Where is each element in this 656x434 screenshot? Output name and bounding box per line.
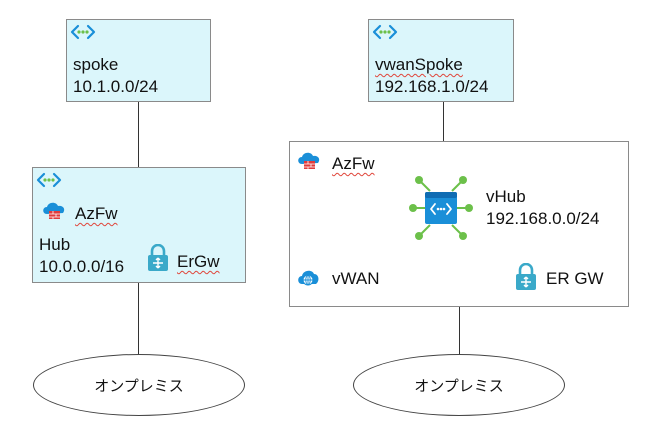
- virtual-hub-icon[interactable]: [408, 173, 474, 243]
- onprem-right-label: オンプレミス: [414, 376, 504, 395]
- hub-cidr: 10.0.0.0/16: [39, 257, 125, 276]
- gateway-icon: [514, 263, 538, 291]
- vnet-icon: [36, 172, 62, 188]
- vwan-firewall-label: AzFw: [332, 154, 375, 173]
- vhub-cidr: 192.168.0.0/24: [486, 209, 600, 228]
- vwanspoke-vnet-box[interactable]: vwanSpoke 192.168.1.0/24: [368, 19, 514, 102]
- spoke-cidr: 10.1.0.0/24: [73, 77, 159, 96]
- gateway-icon: [146, 244, 170, 272]
- vnet-icon: [372, 24, 398, 40]
- hub-vnet-box[interactable]: AzFw Hub 10.0.0.0/16 ErGw: [32, 167, 246, 283]
- onprem-left-label: オンプレミス: [94, 376, 184, 395]
- vwanspoke-vhub-connector: [443, 101, 444, 173]
- onprem-right-ellipse[interactable]: オンプレミス: [353, 354, 565, 416]
- hub-onprem-connector: [138, 282, 139, 355]
- hub-name: Hub: [39, 235, 71, 254]
- vwanspoke-name: vwanSpoke: [375, 55, 463, 74]
- spoke-vnet-box[interactable]: spoke 10.1.0.0/24: [66, 19, 211, 102]
- hub-gateway-label: ErGw: [177, 252, 220, 271]
- vwan-onprem-connector: [459, 306, 460, 354]
- vhub-name: vHub: [486, 187, 526, 206]
- spoke-name: spoke: [73, 55, 119, 74]
- vwan-gateway-label: ER GW: [546, 269, 604, 288]
- vwanspoke-cidr: 192.168.1.0/24: [375, 77, 489, 96]
- vwan-label: vWAN: [332, 269, 380, 288]
- firewall-icon: [41, 200, 67, 222]
- firewall-icon: [296, 150, 322, 172]
- onprem-left-ellipse[interactable]: オンプレミス: [33, 354, 245, 416]
- virtual-wan-icon: [296, 265, 320, 289]
- vnet-icon: [70, 24, 96, 40]
- spoke-hub-connector: [138, 101, 139, 168]
- hub-firewall-label: AzFw: [75, 204, 118, 223]
- vwan-box[interactable]: AzFw vHub 192.168.0.0/24: [289, 141, 629, 307]
